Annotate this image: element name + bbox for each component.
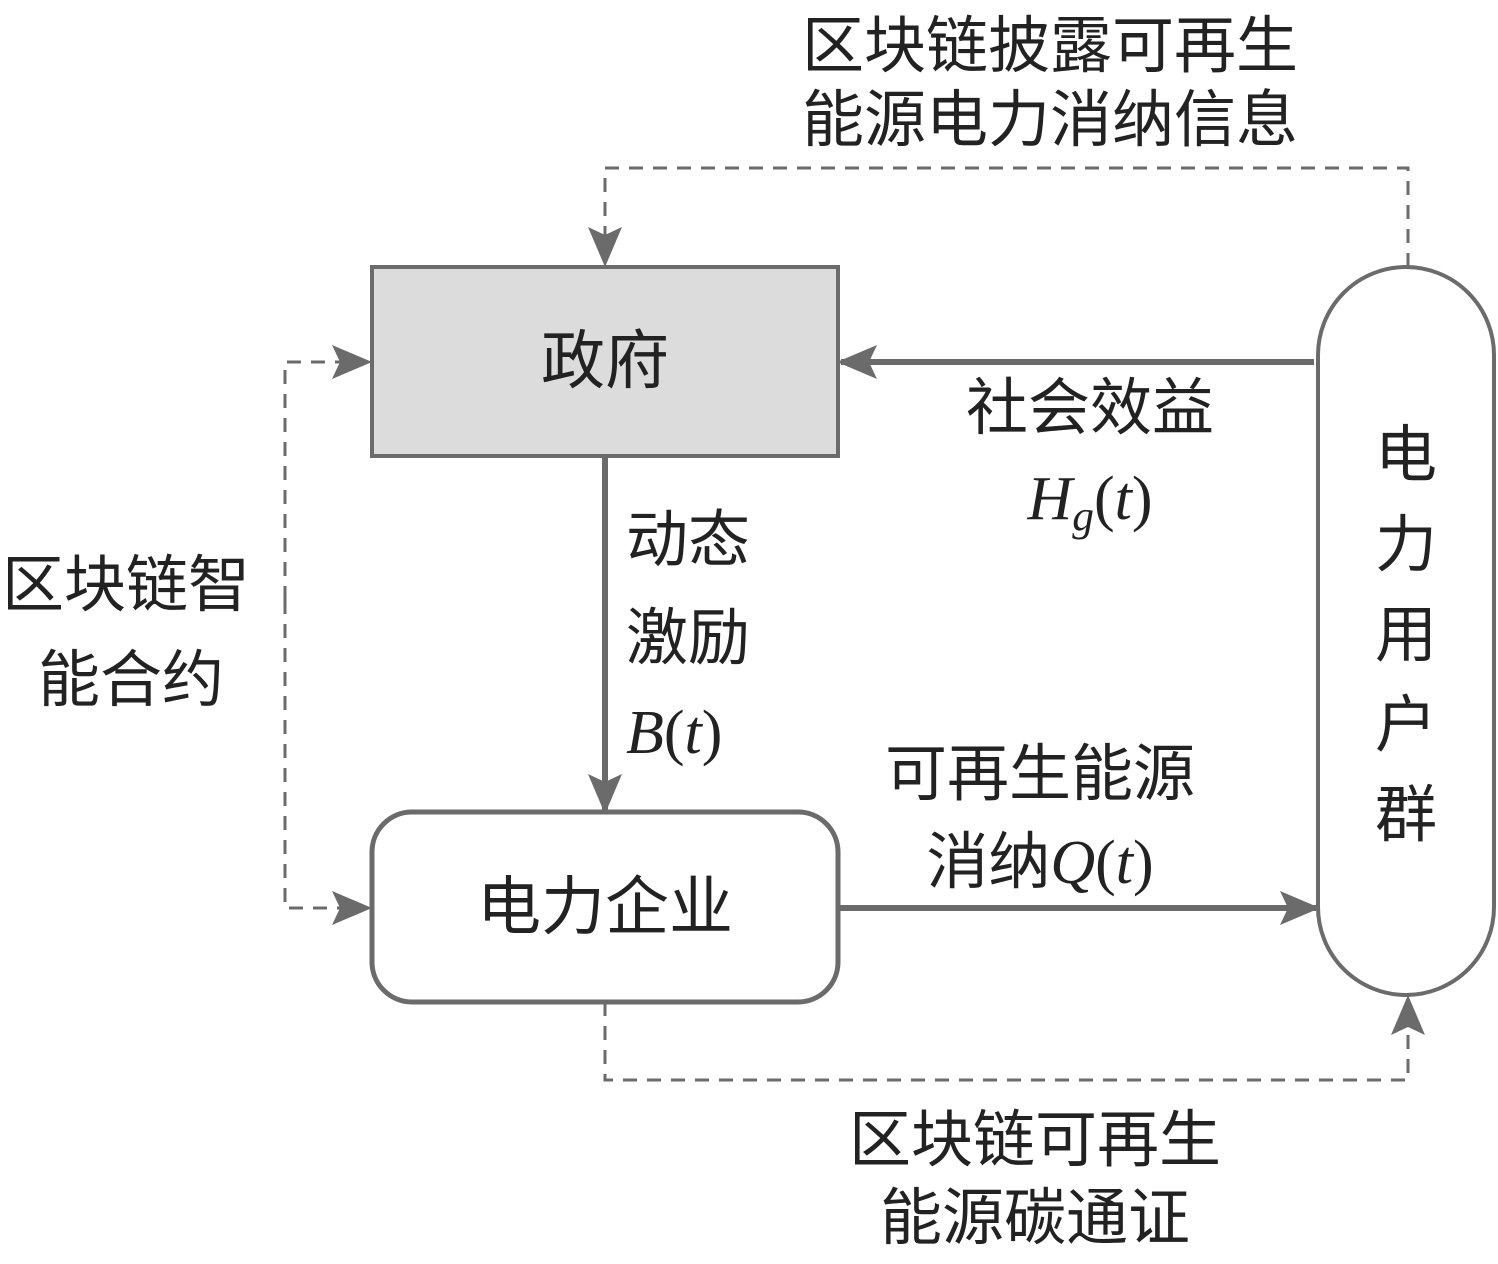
left-dashed-connector-ent bbox=[283, 600, 372, 925]
government-node bbox=[370, 265, 840, 458]
consumption-prefix: 消纳 bbox=[926, 825, 1051, 898]
social-benefit-formula: Hg(t) bbox=[1027, 465, 1153, 540]
consumption-label-line1: 可再生能源 bbox=[884, 737, 1195, 810]
top-dashed-label-line1: 区块链披露可再生 bbox=[801, 9, 1298, 82]
social-benefit-label: 社会效益 bbox=[965, 371, 1214, 444]
power-users-char: 群 bbox=[1374, 778, 1437, 851]
left-dashed-label-line1: 区块链智 bbox=[2, 548, 251, 621]
bottom-dashed-label-line1: 区块链可再生 bbox=[848, 1103, 1221, 1176]
social-benefit-var: H bbox=[1027, 465, 1073, 533]
social-benefit-arg: t bbox=[1114, 465, 1132, 533]
power-users-char: 户 bbox=[1374, 688, 1437, 761]
incentive-arg: t bbox=[684, 699, 702, 767]
power-enterprise-label: 电力企业 bbox=[477, 871, 733, 945]
consumption-label-line2: 消纳Q(t) bbox=[926, 825, 1154, 898]
incentive-label-line2: 激励 bbox=[626, 601, 751, 674]
power-users-char: 力 bbox=[1374, 508, 1437, 581]
top-dashed-connector bbox=[588, 166, 1410, 267]
power-users-char: 用 bbox=[1374, 598, 1437, 671]
incentive-formula: B(t) bbox=[626, 699, 723, 767]
bottom-dashed-label-line2: 能源碳通证 bbox=[879, 1181, 1190, 1254]
bottom-dashed-connector bbox=[603, 995, 1425, 1082]
incentive-label-line1: 动态 bbox=[626, 503, 751, 576]
power-users-char: 电 bbox=[1374, 418, 1437, 491]
left-dashed-connector-gov bbox=[283, 345, 372, 600]
left-dashed-label-line2: 能合约 bbox=[38, 643, 225, 716]
consumption-arg: t bbox=[1115, 829, 1134, 897]
government-label: 政府 bbox=[541, 325, 669, 399]
social-benefit-sub: g bbox=[1072, 491, 1094, 540]
power-users-label: 电力用户群 bbox=[1361, 410, 1451, 860]
top-dashed-label-line2: 能源电力消纳信息 bbox=[801, 83, 1298, 156]
consumption-var: Q bbox=[1050, 829, 1096, 897]
incentive-var: B bbox=[626, 699, 664, 767]
